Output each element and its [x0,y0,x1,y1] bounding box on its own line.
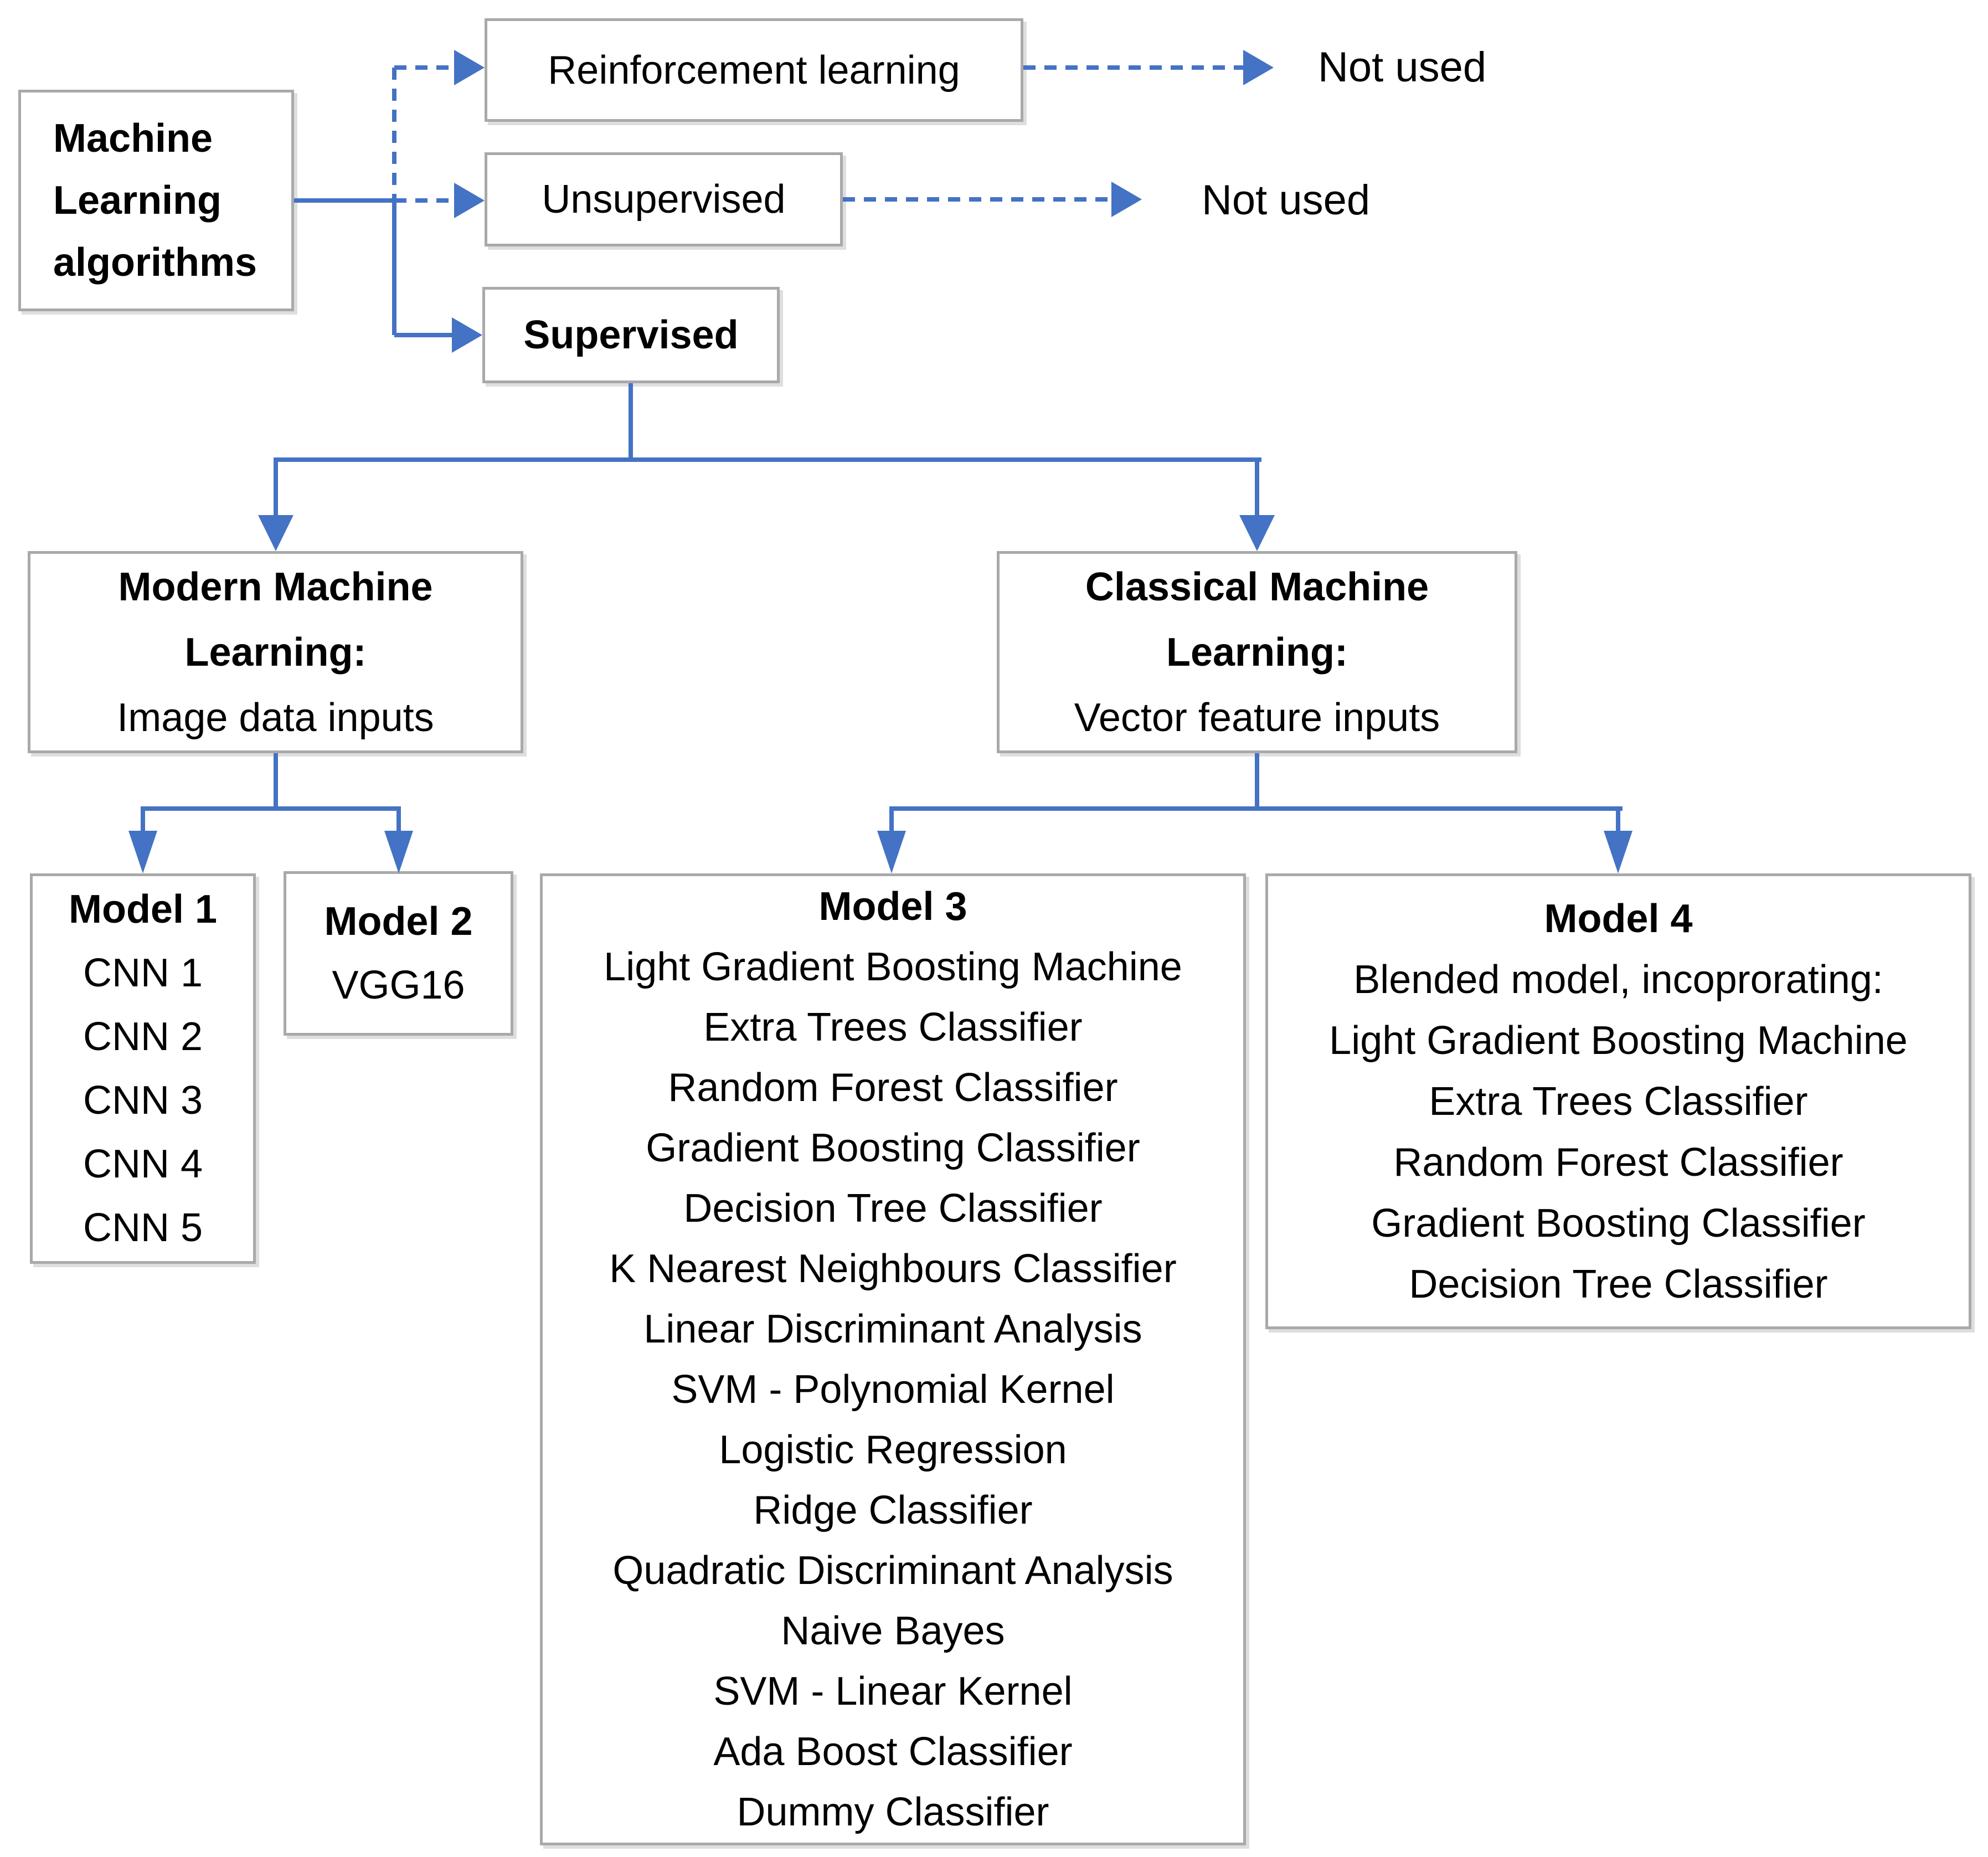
connector-unsupervised-not-used [843,197,1111,202]
connector-root-horizontal [294,198,394,203]
text-line: Classical Machine [1085,564,1429,609]
text-line: Learning: [184,630,367,675]
text-line: K Nearest Neighbours Classifier [609,1246,1177,1291]
text-line: Vector feature inputs [1074,695,1440,740]
text-line: Blended model, incoprorating: [1353,957,1883,1002]
text-line: Model 1 [68,887,218,932]
text-line: Extra Trees Classifier [1429,1079,1808,1124]
connector-junction-solid-down [392,200,396,335]
text-line: Modern Machine [118,564,433,609]
node-supervised: Supervised [482,287,780,383]
text-line: Gradient Boosting Classifier [646,1125,1140,1170]
text-line: Unsupervised [542,177,786,222]
connector-drop-classical [1255,460,1259,515]
arrowhead-classical [1239,515,1275,551]
text-line: CNN 2 [83,1014,203,1059]
text-line: Image data inputs [117,695,434,740]
text-line: Light Gradient Boosting Machine [604,944,1182,989]
text-line: Random Forest Classifier [668,1065,1118,1110]
text-line: Dummy Classifier [737,1789,1049,1834]
connector-drop-model4 [1616,809,1620,831]
text-line: Model 4 [1544,896,1693,941]
text-line: Supervised [523,313,739,357]
text-line: SVM - Linear Kernel [713,1669,1073,1714]
text-line: Naive Bayes [781,1608,1005,1653]
label-not-used-reinforcement: Not used [1318,44,1487,91]
connector-split-supervised [274,457,1261,462]
text-line: VGG16 [332,963,465,1007]
text-line: Extra Trees Classifier [703,1005,1083,1050]
connector-to-unsupervised [394,198,454,203]
connector-supervised-down [629,383,633,460]
text-line: Linear Discriminant Analysis [643,1306,1142,1351]
arrowhead-to-unsupervised [454,183,485,218]
text-line: Decision Tree Classifier [1409,1262,1828,1306]
connector-drop-model3 [889,809,894,831]
text-line: Model 2 [324,899,473,944]
text-line: Light Gradient Boosting Machine [1329,1018,1908,1063]
arrowhead-model4 [1604,831,1632,873]
text-line: Machine [53,116,213,161]
node-reinforcement-learning: Reinforcement learning [485,18,1023,122]
arrowhead-model3 [877,831,906,873]
node-unsupervised: Unsupervised [485,152,843,246]
text-line: algorithms [53,240,257,285]
connector-reinforcement-not-used [1023,65,1243,70]
text-line: CNN 5 [83,1205,203,1250]
arrowhead-model1 [128,831,157,873]
text-line: Random Forest Classifier [1393,1140,1843,1185]
label-not-used-unsupervised: Not used [1202,177,1371,224]
connector-split-modern [141,806,401,811]
arrowhead-modern [258,515,293,551]
text-line: Ridge Classifier [753,1488,1033,1532]
arrowhead-to-supervised [452,317,482,353]
connector-to-reinforcement [394,65,454,70]
text-line: Decision Tree Classifier [683,1186,1103,1231]
text-line: Ada Boost Classifier [713,1729,1073,1774]
arrowhead-to-reinforcement [454,50,485,85]
text-line: Reinforcement learning [548,48,960,92]
node-model-1: Model 1 CNN 1 CNN 2 CNN 3 CNN 4 CNN 5 [30,873,256,1264]
text-line: CNN 4 [83,1141,203,1186]
connector-drop-modern [274,460,278,515]
connector-modern-down [274,753,278,809]
text-line: Learning [53,178,222,223]
arrowhead-reinforcement-not-used [1243,50,1274,85]
arrowhead-unsupervised-not-used [1111,182,1142,217]
text-line: CNN 1 [83,950,203,995]
text-line: CNN 3 [83,1078,203,1123]
node-model-4: Model 4 Blended model, incoprorating: Ligh… [1265,873,1971,1329]
arrowhead-model2 [384,831,413,873]
connector-to-supervised [394,333,452,337]
text-line: SVM - Polynomial Kernel [671,1367,1115,1412]
connector-drop-model2 [396,809,401,831]
connector-drop-model1 [141,809,145,831]
connector-junction-dashed-up [392,68,396,200]
text-line: Gradient Boosting Classifier [1371,1201,1866,1246]
connector-classical-down [1255,753,1259,809]
text-line: Quadratic Discriminant Analysis [612,1548,1173,1593]
text-line: Logistic Regression [719,1427,1067,1472]
node-model-2: Model 2 VGG16 [284,871,513,1036]
connector-split-classical [889,806,1623,811]
text-line: Learning: [1166,630,1348,675]
text-line: Model 3 [818,884,967,929]
